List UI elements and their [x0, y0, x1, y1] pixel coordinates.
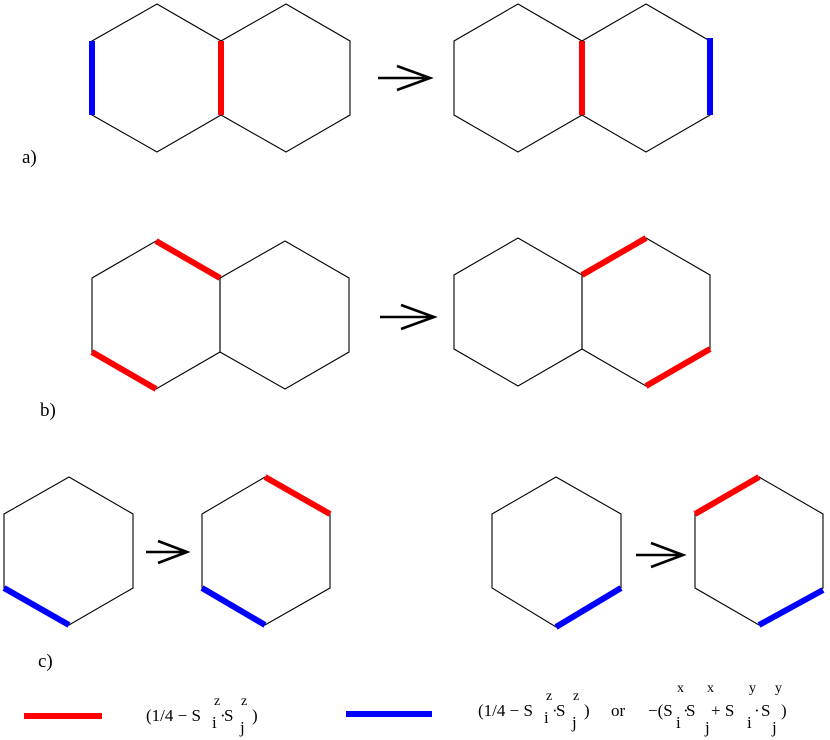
formula-sub-j: j	[571, 713, 577, 732]
formula-open: (1/4 − S	[478, 701, 533, 720]
hexagon	[91, 240, 221, 390]
legend: (1/4 − S z i · S z j ) (1/4 − S z i · S …	[24, 681, 787, 737]
hexagon	[220, 3, 351, 153]
panel-c-right-before	[491, 476, 623, 630]
red-bond	[263, 474, 332, 517]
hexagon	[581, 237, 711, 387]
formula-sup-z: z	[573, 689, 579, 704]
hexagon	[91, 3, 222, 153]
hexagon	[201, 476, 331, 626]
blue-bond	[554, 585, 623, 630]
formula-dot: ·	[683, 701, 689, 720]
formula-sub-i: i	[747, 713, 752, 732]
panel-label-b: b)	[40, 400, 56, 421]
legend-blue-formula: (1/4 − S z i · S z j ) or −(S x i · S x …	[478, 681, 787, 737]
formula-dot: ·	[552, 701, 558, 720]
red-bond	[644, 346, 712, 389]
panel-label-a: a)	[22, 147, 37, 168]
blue-bond	[757, 587, 825, 628]
formula-sub-j: j	[704, 718, 710, 737]
red-bond	[90, 349, 158, 392]
formula-plus: + S	[711, 701, 734, 720]
panel-a-before	[89, 3, 351, 153]
formula-s: S	[761, 701, 770, 720]
panel-c: c)	[2, 474, 825, 672]
hexagon	[491, 476, 622, 628]
panel-b-before	[90, 238, 350, 392]
red-bond	[693, 474, 761, 517]
formula-s: S	[224, 706, 233, 725]
panel-label-c: c)	[38, 651, 53, 672]
arrow-icon	[380, 303, 438, 331]
hexagon	[453, 237, 583, 387]
formula-sup-x: x	[677, 681, 684, 696]
formula-sup-z: z	[214, 694, 220, 709]
arrow-icon	[146, 539, 191, 565]
panel-b-after	[453, 235, 712, 389]
formula-sup-z: z	[546, 689, 552, 704]
panel-c-left-after	[200, 474, 332, 628]
panel-b: b)	[40, 235, 712, 421]
arrow-icon	[378, 64, 434, 92]
formula-sub-i: i	[544, 708, 549, 727]
formula-close: )	[252, 706, 258, 725]
formula-sup-y: y	[749, 681, 756, 696]
formula-s: S	[556, 701, 565, 720]
formula-s: S	[686, 701, 695, 720]
arrow-icon	[636, 541, 687, 569]
formula-sup-x: x	[707, 681, 714, 696]
red-bond	[580, 235, 648, 278]
panel-c-right-after	[693, 474, 825, 628]
formula-alt-open: −(S	[648, 701, 673, 720]
panel-a-after	[453, 3, 713, 153]
formula-or: or	[611, 701, 626, 720]
panel-c-left-before	[2, 476, 134, 628]
formula-sup-z: z	[241, 694, 247, 709]
red-bond	[154, 238, 222, 281]
formula-sub-j: j	[771, 718, 777, 737]
formula-open: (1/4 − S	[146, 706, 201, 725]
formula-close: )	[584, 701, 590, 720]
blue-bond	[2, 585, 71, 628]
panel-a: a)	[22, 3, 713, 168]
legend-red-formula: (1/4 − S z i · S z j )	[146, 694, 258, 737]
formula-dot: ·	[220, 706, 226, 725]
hexagon	[3, 476, 134, 626]
formula-close: )	[781, 701, 787, 720]
formula-sup-y: y	[775, 681, 782, 696]
formula-sub-i: i	[212, 713, 217, 732]
formula-dot: ·	[754, 701, 760, 720]
hexagon	[219, 240, 350, 390]
formula-sub-j: j	[239, 718, 245, 737]
blue-bond	[200, 585, 267, 628]
formula-sub-i: i	[676, 713, 681, 732]
hexagon	[453, 3, 583, 153]
hexagon	[581, 3, 711, 153]
